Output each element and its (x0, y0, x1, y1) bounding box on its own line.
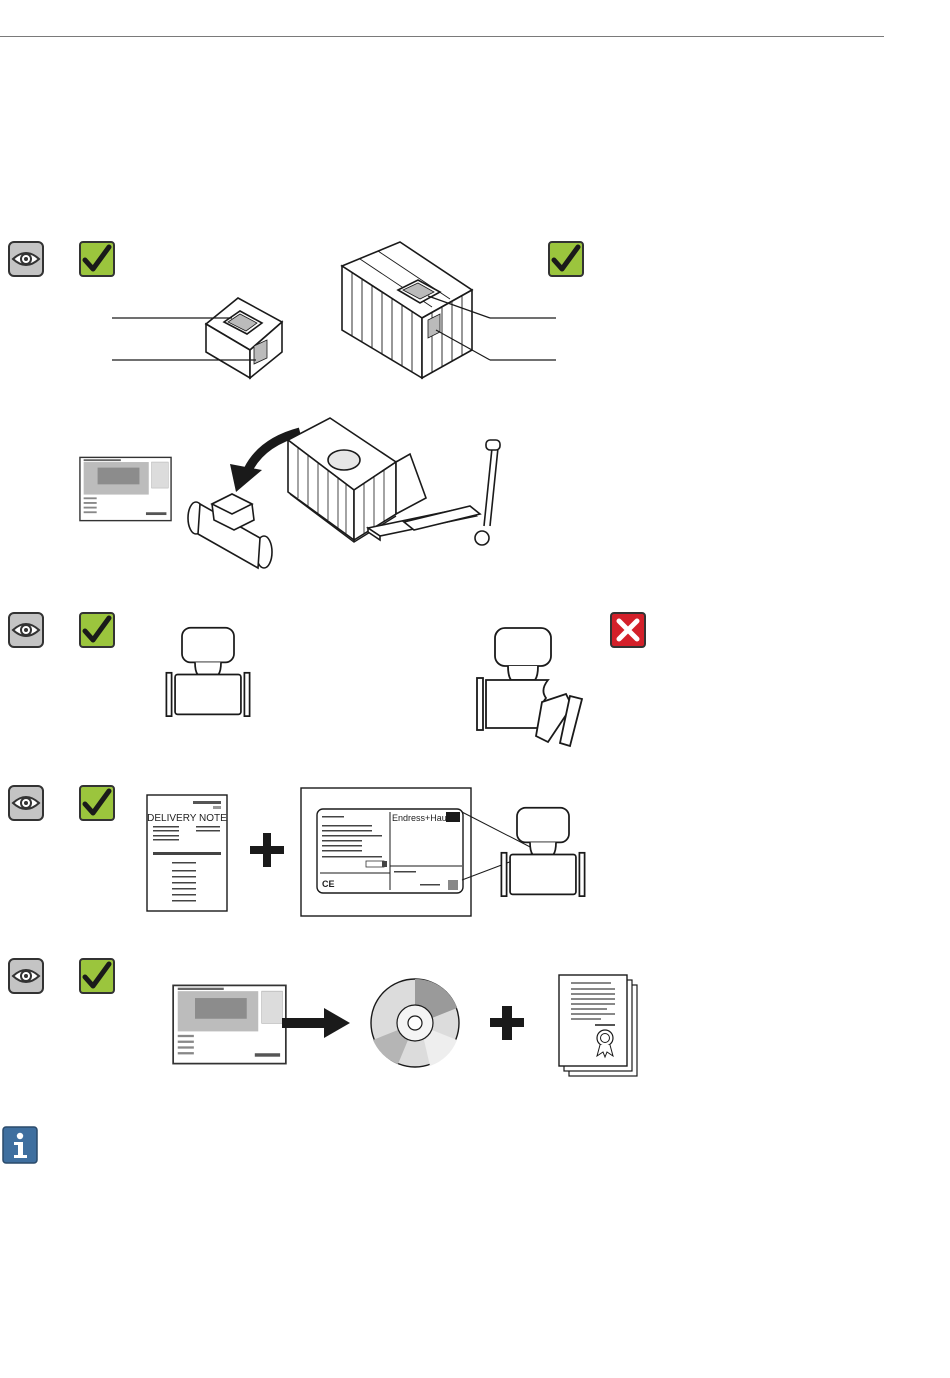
operating-manual-thumbnail (173, 985, 286, 1063)
delivery-note-label: DELIVERY NOTE (147, 813, 227, 824)
eye-icon (9, 959, 43, 993)
plus-icon (250, 833, 284, 867)
flowmeter-with-nameplate (501, 808, 584, 896)
plus-icon (490, 1006, 524, 1040)
arrow-icon (230, 464, 262, 492)
eye-icon (9, 613, 43, 647)
eye-icon (9, 786, 43, 820)
cross-icon (611, 613, 645, 647)
checkmark-icon (549, 242, 583, 276)
operating-manual-thumbnail (80, 457, 171, 520)
delivery-note-document: DELIVERY NOTE (147, 795, 227, 911)
damaged-flowmeter (477, 628, 582, 746)
eye-icon (9, 242, 43, 276)
small-package (206, 298, 282, 378)
right-arrow-icon (282, 1008, 350, 1038)
large-crate (342, 242, 472, 378)
flowmeter-device (188, 494, 272, 568)
certificates-icon (559, 975, 637, 1076)
intact-flowmeter (166, 628, 249, 716)
info-icon (3, 1127, 37, 1163)
checkmark-icon (80, 242, 114, 276)
checkmark-icon (80, 959, 114, 993)
checkmark-icon (80, 786, 114, 820)
checkmark-icon (80, 613, 114, 647)
ce-mark: CE (322, 879, 335, 889)
cd-rom-icon (371, 979, 459, 1067)
